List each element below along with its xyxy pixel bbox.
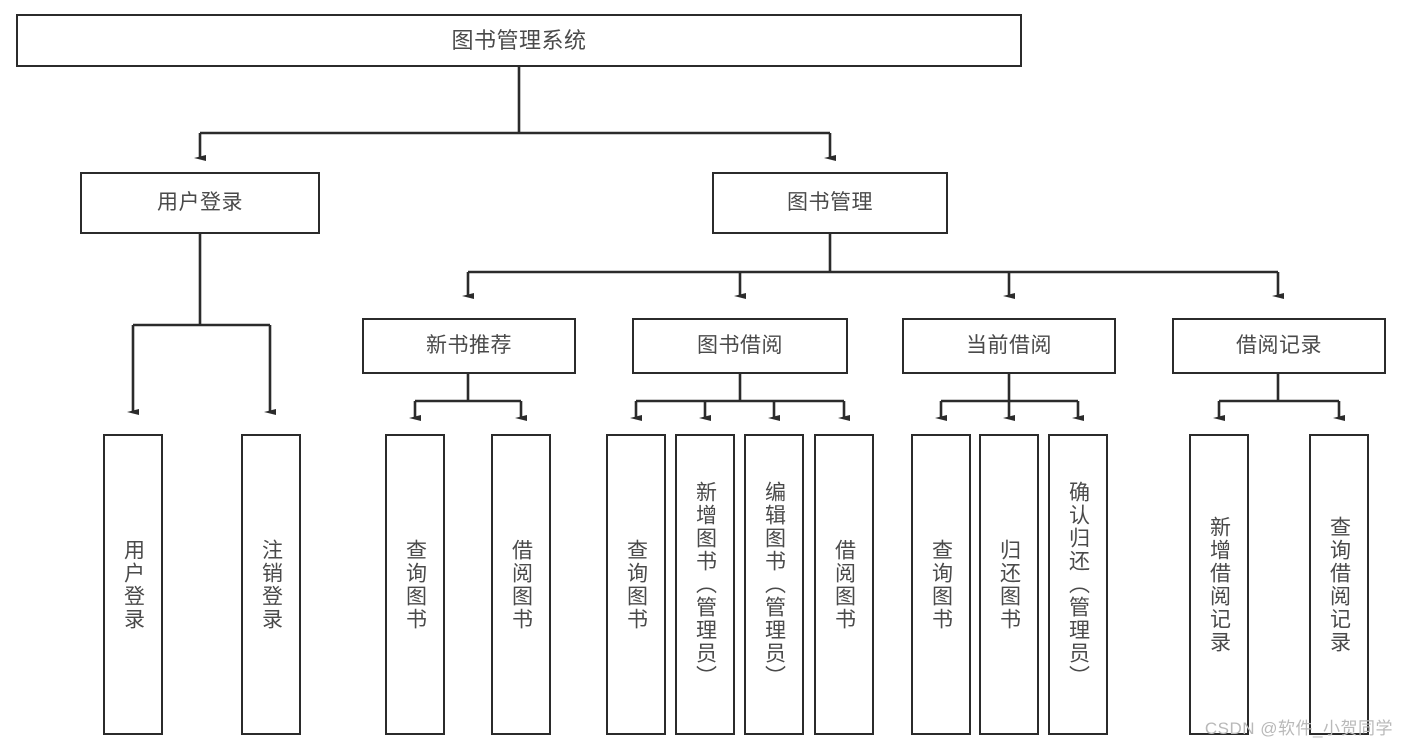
node-leaf-user-login[interactable]: 用户登录 <box>103 434 163 735</box>
watermark: CSDN @软件_小贺同学 <box>1204 719 1393 738</box>
node-leaf-query-book-newbook[interactable]: 查询图书 <box>385 434 445 735</box>
node-leaf-query-book-current[interactable]: 查询图书 <box>911 434 971 735</box>
node-label: 归还图书 <box>997 538 1021 631</box>
node-label: 当前借阅 <box>966 333 1052 357</box>
node-label: 用户登录 <box>157 190 243 214</box>
node-label: 新增借阅记录 <box>1207 515 1231 654</box>
node-label: 图书管理系统 <box>451 27 587 53</box>
node-label: 借阅记录 <box>1236 333 1322 357</box>
node-label: 新书推荐 <box>426 333 512 357</box>
node-user-login[interactable]: 用户登录 <box>80 172 320 234</box>
node-leaf-borrow-book-newbook[interactable]: 借阅图书 <box>491 434 551 735</box>
node-leaf-add-book-admin[interactable]: 新增图书（管理员） <box>675 434 735 735</box>
node-leaf-add-borrow-record[interactable]: 新增借阅记录 <box>1189 434 1249 735</box>
node-current-borrow[interactable]: 当前借阅 <box>902 318 1116 374</box>
node-label: 新增图书（管理员） <box>693 481 717 688</box>
node-label: 借阅图书 <box>832 538 856 631</box>
node-leaf-borrow-book[interactable]: 借阅图书 <box>814 434 874 735</box>
node-leaf-logout[interactable]: 注销登录 <box>241 434 301 735</box>
node-label: 图书管理 <box>787 190 873 214</box>
node-borrow-record[interactable]: 借阅记录 <box>1172 318 1386 374</box>
node-label: 查询图书 <box>403 538 427 631</box>
node-new-book-recommend[interactable]: 新书推荐 <box>362 318 576 374</box>
node-book-borrow[interactable]: 图书借阅 <box>632 318 848 374</box>
node-root-system[interactable]: 图书管理系统 <box>16 14 1022 67</box>
node-label: 编辑图书（管理员） <box>762 481 786 688</box>
node-label: 查询图书 <box>624 538 648 631</box>
node-label: 用户登录 <box>121 538 145 631</box>
node-label: 确认归还（管理员） <box>1066 481 1090 688</box>
node-label: 查询图书 <box>929 538 953 631</box>
node-leaf-query-borrow-record[interactable]: 查询借阅记录 <box>1309 434 1369 735</box>
node-label: 图书借阅 <box>697 333 783 357</box>
node-label: 注销登录 <box>259 538 283 631</box>
node-leaf-edit-book-admin[interactable]: 编辑图书（管理员） <box>744 434 804 735</box>
node-label: 借阅图书 <box>509 538 533 631</box>
node-leaf-confirm-return-admin[interactable]: 确认归还（管理员） <box>1048 434 1108 735</box>
node-book-management[interactable]: 图书管理 <box>712 172 948 234</box>
node-leaf-return-book[interactable]: 归还图书 <box>979 434 1039 735</box>
node-leaf-query-book-borrow[interactable]: 查询图书 <box>606 434 666 735</box>
node-label: 查询借阅记录 <box>1327 515 1351 654</box>
